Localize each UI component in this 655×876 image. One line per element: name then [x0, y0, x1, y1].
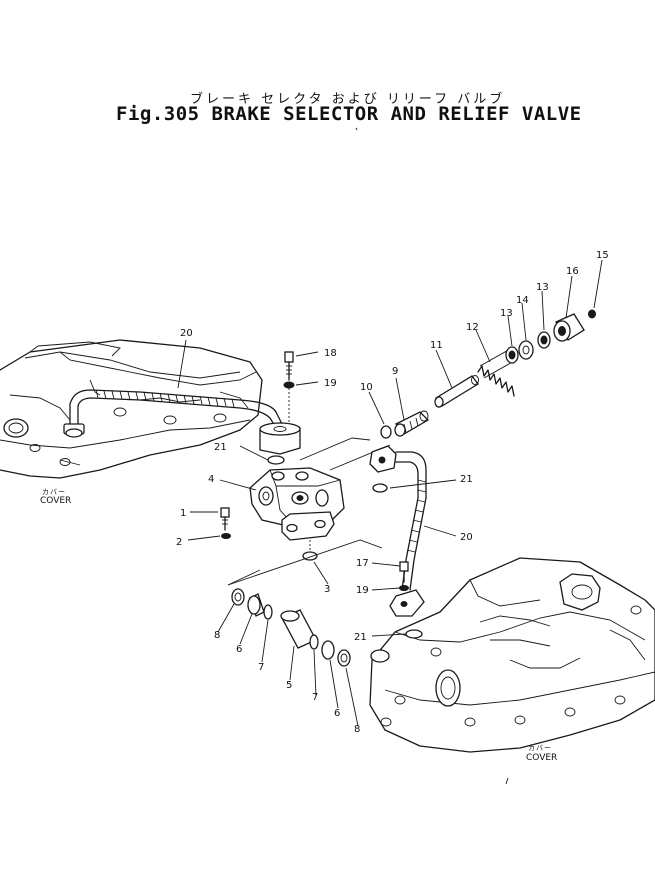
callout-15: 15 [596, 250, 609, 261]
callout-17: 17 [356, 558, 369, 569]
callout-19-upper: 19 [324, 378, 337, 389]
svg-text:カバー: カバー [528, 744, 552, 752]
o-ring-21-upper [267, 455, 285, 465]
callout-13a: 13 [500, 308, 513, 319]
callout-11: 11 [430, 340, 443, 351]
callout-5: 5 [286, 680, 292, 691]
bolt-18 [283, 351, 295, 424]
callout-20-upper: 20 [180, 328, 193, 339]
callout-2: 2 [176, 537, 182, 548]
callout-21-right: 21 [460, 474, 473, 485]
callout-8b: 8 [354, 724, 360, 735]
callout-16: 16 [566, 266, 579, 277]
callout-21-upper: 21 [214, 442, 227, 453]
callout-21-lower: 21 [354, 632, 367, 643]
cover-label-left: カバー COVER [40, 488, 71, 506]
svg-text:COVER: COVER [526, 753, 557, 763]
svg-text:COVER: COVER [40, 496, 71, 506]
right-cover-housing [369, 557, 655, 753]
upper-pipe-20 [63, 389, 283, 438]
bolt-17 [399, 561, 409, 591]
callout-18: 18 [324, 348, 337, 359]
callout-1: 1 [180, 508, 186, 519]
callout-10: 10 [360, 382, 373, 393]
callout-7b: 7 [312, 692, 318, 703]
callout-3: 3 [324, 584, 330, 595]
lower-spool-assembly [227, 539, 383, 667]
callout-14: 14 [516, 295, 529, 306]
callout-13b: 13 [536, 282, 549, 293]
cover-label-right: カバー COVER [526, 744, 557, 763]
lower-pipe-20 [369, 445, 427, 617]
callout-19-lower: 19 [356, 585, 369, 596]
callout-12: 12 [466, 322, 479, 333]
callout-6: 6 [236, 644, 242, 655]
flange-block [259, 422, 301, 455]
relief-valve-assembly [380, 309, 596, 439]
svg-text:カバー: カバー [42, 488, 66, 496]
callout-leaders [177, 259, 603, 727]
callout-4: 4 [208, 474, 214, 485]
callout-20-lower: 20 [460, 532, 473, 543]
figure-title: Fig.305 BRAKE SELECTOR AND RELIEF VALVE [116, 103, 582, 125]
title-japanese: ブレーキ セレクタ および リリーフ バルブ [190, 92, 506, 107]
left-cover-housing [0, 339, 263, 479]
callout-numbers: 1 2 3 4 5 6 7 8 9 10 11 12 13 14 13 16 1… [176, 250, 609, 735]
callout-7: 7 [258, 662, 264, 673]
selector-valve-body-4 [249, 437, 391, 541]
callout-8: 8 [214, 630, 220, 641]
callout-6b: 6 [334, 708, 340, 719]
o-ring-21-lower [405, 629, 423, 639]
bolt-1 [220, 507, 231, 539]
callout-9: 9 [392, 366, 398, 377]
